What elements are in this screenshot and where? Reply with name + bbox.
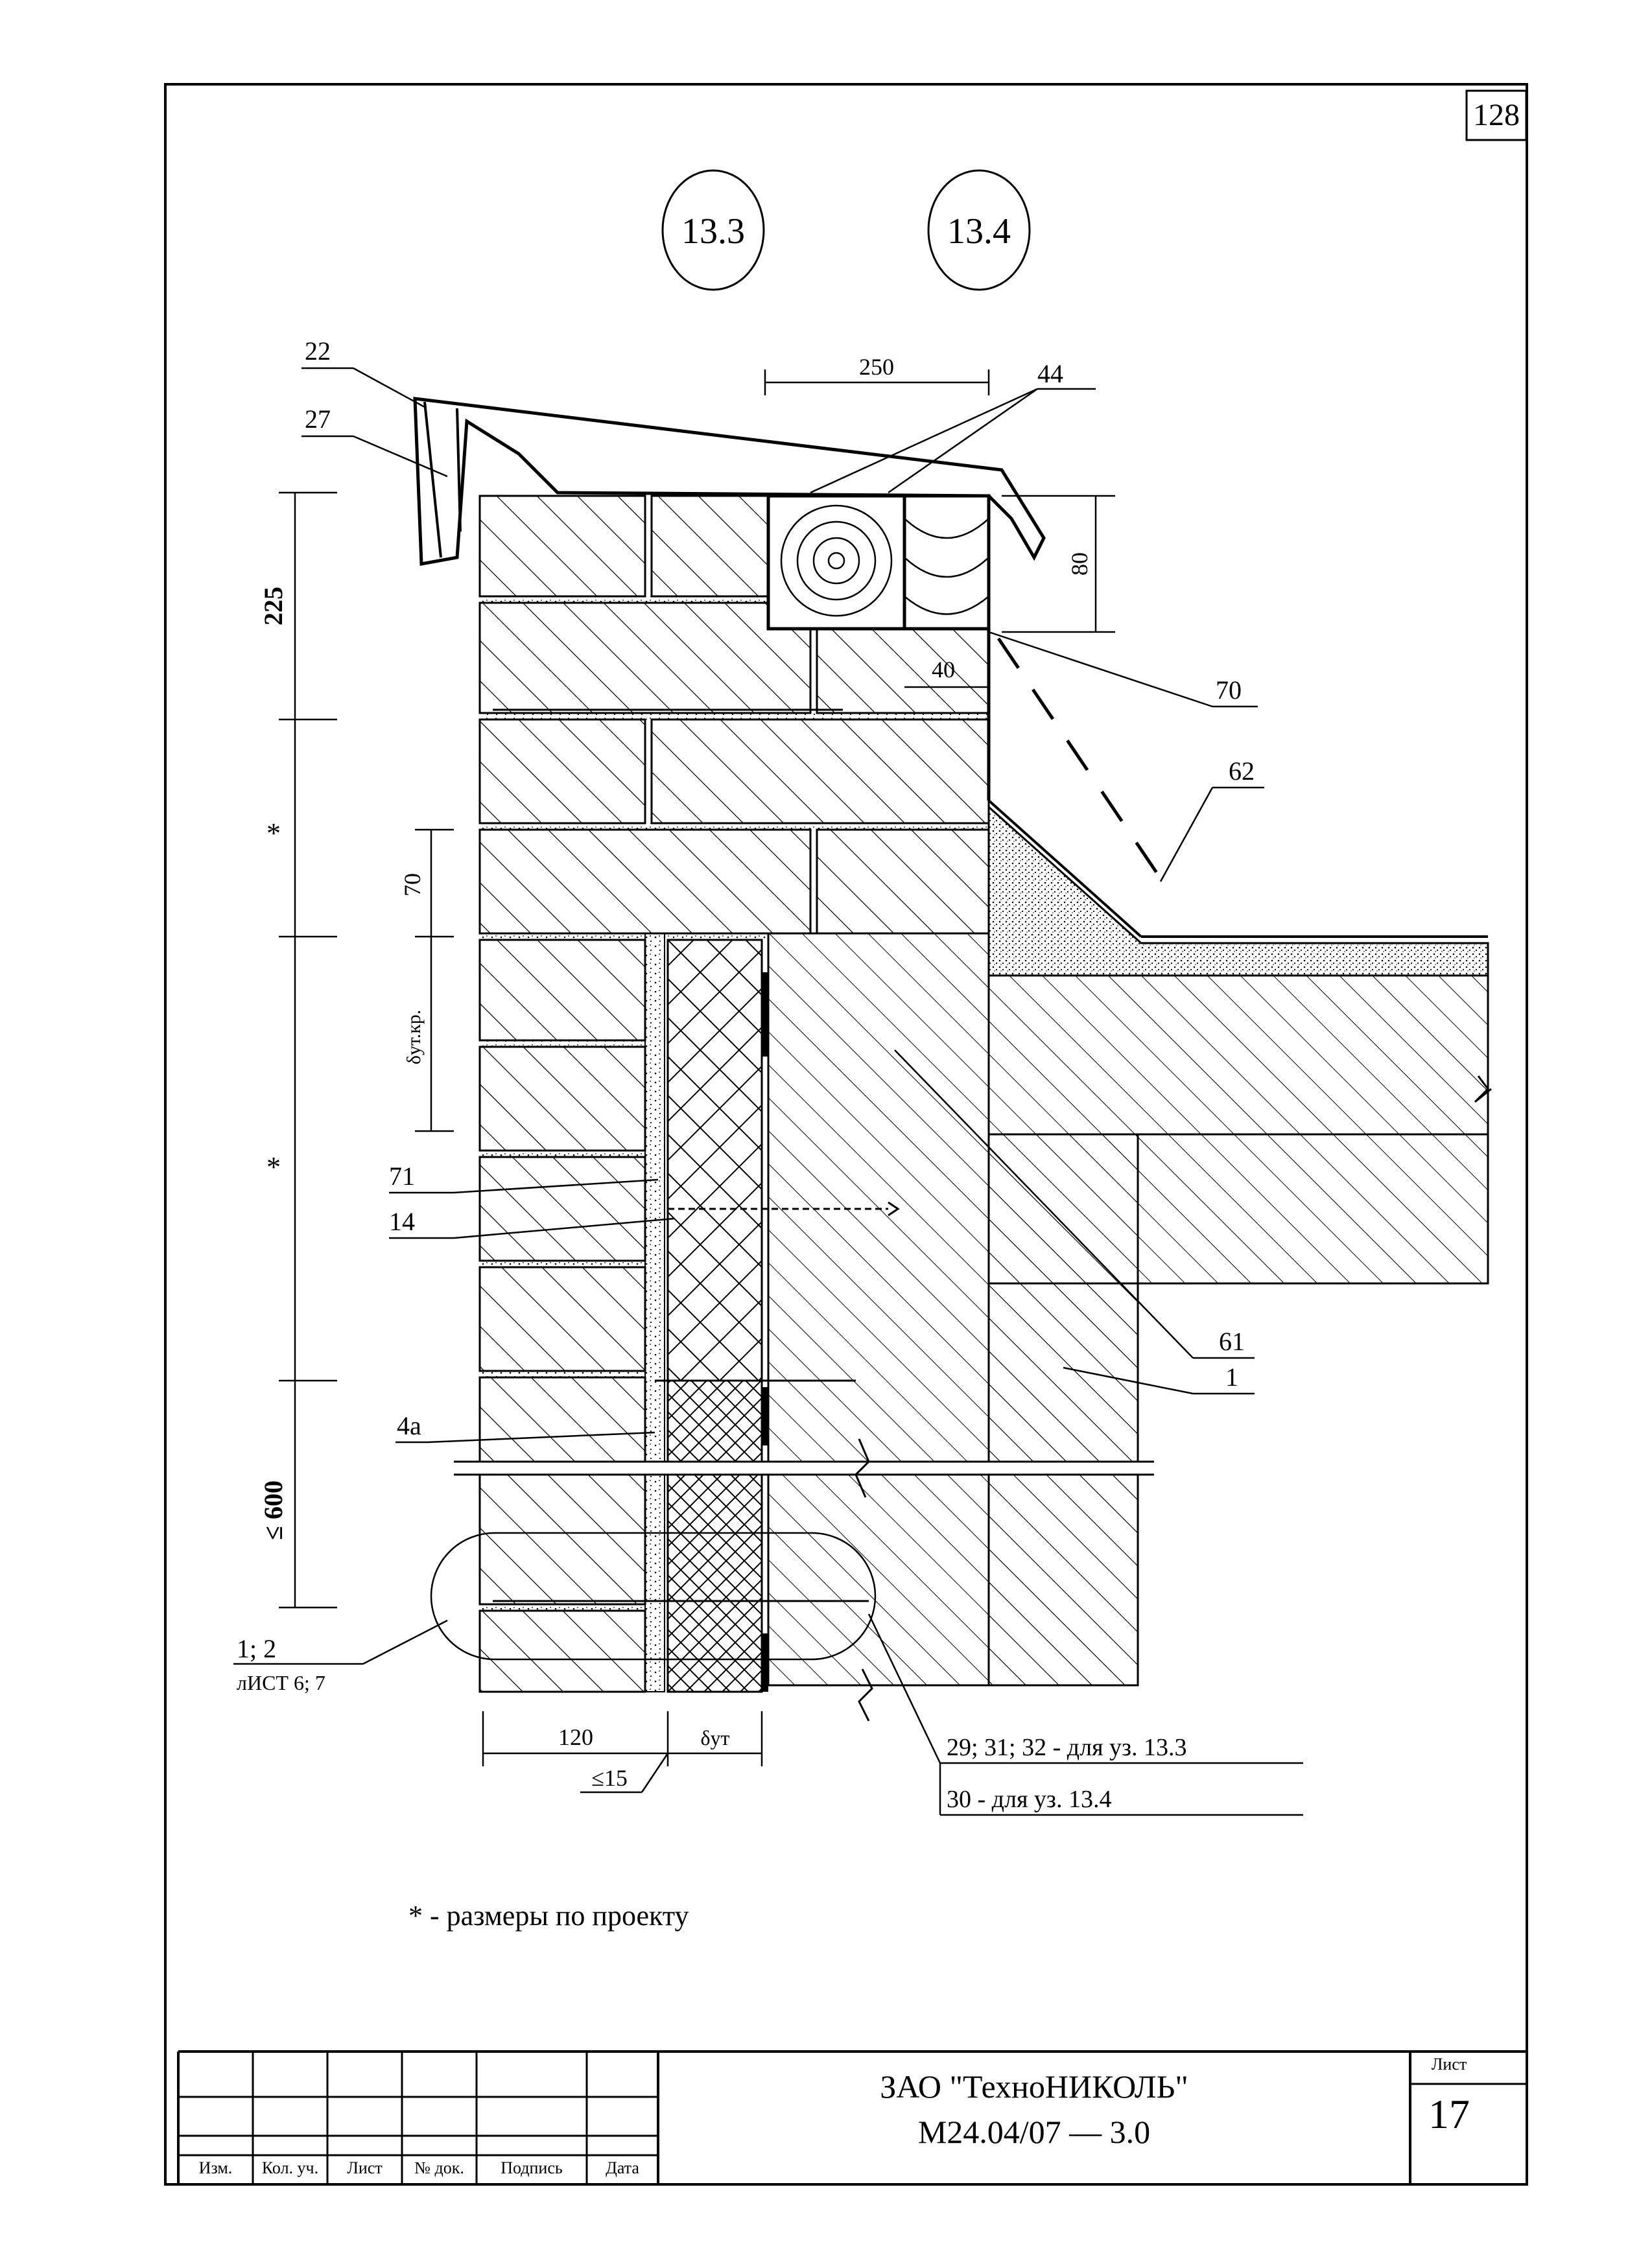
callout-4a: 4а (397, 1411, 421, 1440)
dim-insulation: δут (700, 1726, 729, 1749)
leader-lines (233, 367, 1303, 1816)
callout-44: 44 (1037, 359, 1063, 388)
tb-col-list: Лист (347, 2158, 383, 2177)
tb-col-kol: Кол. уч. (261, 2158, 319, 2177)
callout-ref-sheets-2: лИСТ 6; 7 (237, 1671, 325, 1694)
dimension-lines (279, 369, 1115, 1766)
roof-buildup (987, 799, 1489, 977)
node-circle-13-4 (927, 169, 1031, 291)
callout-62: 62 (1229, 756, 1255, 786)
dim-15: ≤15 (591, 1765, 628, 1791)
dim-250: 250 (859, 354, 894, 380)
membrane-flap (997, 637, 1169, 889)
dim-225: 225 (259, 587, 288, 625)
tb-sheet-label: Лист (1431, 2055, 1467, 2074)
callout-ref-sheets-1: 1; 2 (237, 1634, 276, 1663)
callout-1: 1 (1225, 1362, 1238, 1392)
wall-ties (493, 708, 900, 1602)
callout-61: 61 (1219, 1327, 1245, 1356)
callout-labels: 22 27 44 70 62 71 14 61 1 4а 1; 2 лИСТ 6… (237, 336, 1255, 1813)
node-circle-13-3 (661, 169, 765, 291)
callout-27: 27 (305, 404, 331, 434)
tb-col-izm: Изм. (198, 2158, 233, 2177)
callout-71: 71 (389, 1162, 415, 1191)
node-ref-13-3: 13.3 (681, 211, 745, 251)
dim-70: 70 (399, 873, 425, 896)
reference-oval (430, 1532, 877, 1661)
page-number-box (1465, 89, 1528, 141)
dimension-labels: 250 80 40 225 * * 70 δут.кр. ≤ 600 120 δ… (259, 354, 1092, 1791)
mortar-joints (480, 596, 989, 1692)
tb-col-doc: № док. (414, 2158, 464, 2177)
callout-70: 70 (1216, 675, 1242, 705)
title-block (177, 2050, 1527, 2184)
sheet-frame (164, 83, 1528, 2186)
dim-star-1: * (266, 817, 281, 849)
timber-blocks (766, 494, 991, 631)
callout-22: 22 (305, 336, 331, 366)
tb-col-date: Дата (606, 2158, 639, 2177)
brick-masonry (478, 495, 990, 1693)
concrete-structure (767, 932, 1489, 1687)
tb-col-sign: Подпись (501, 2158, 563, 2177)
tb-document-code: М24.04/07 — 3.0 (917, 2114, 1151, 2150)
footnote: * - размеры по проекту (408, 1900, 689, 1932)
callout-14: 14 (389, 1207, 415, 1236)
insulation-layer (667, 939, 768, 1693)
dim-600: ≤ 600 (259, 1480, 288, 1540)
metal-coping (413, 397, 1046, 801)
dim-120: 120 (558, 1724, 593, 1750)
break-line (454, 1075, 1492, 1722)
tb-sheet-number: 17 (1428, 2091, 1470, 2137)
node-ref-13-4: 13.4 (947, 211, 1011, 251)
page-number: 128 (1473, 98, 1520, 132)
tb-company: ЗАО "ТехноНИКОЛЬ" (880, 2068, 1188, 2105)
dim-40: 40 (932, 657, 955, 683)
dim-insulation-edge: δут.кр. (403, 1010, 425, 1065)
dim-star-2: * (266, 1151, 281, 1183)
note-node-13-4: 30 - для уз. 13.4 (947, 1786, 1111, 1813)
note-node-13-3: 29; 31; 32 - для уз. 13.3 (947, 1734, 1187, 1761)
dim-80: 80 (1067, 552, 1092, 576)
